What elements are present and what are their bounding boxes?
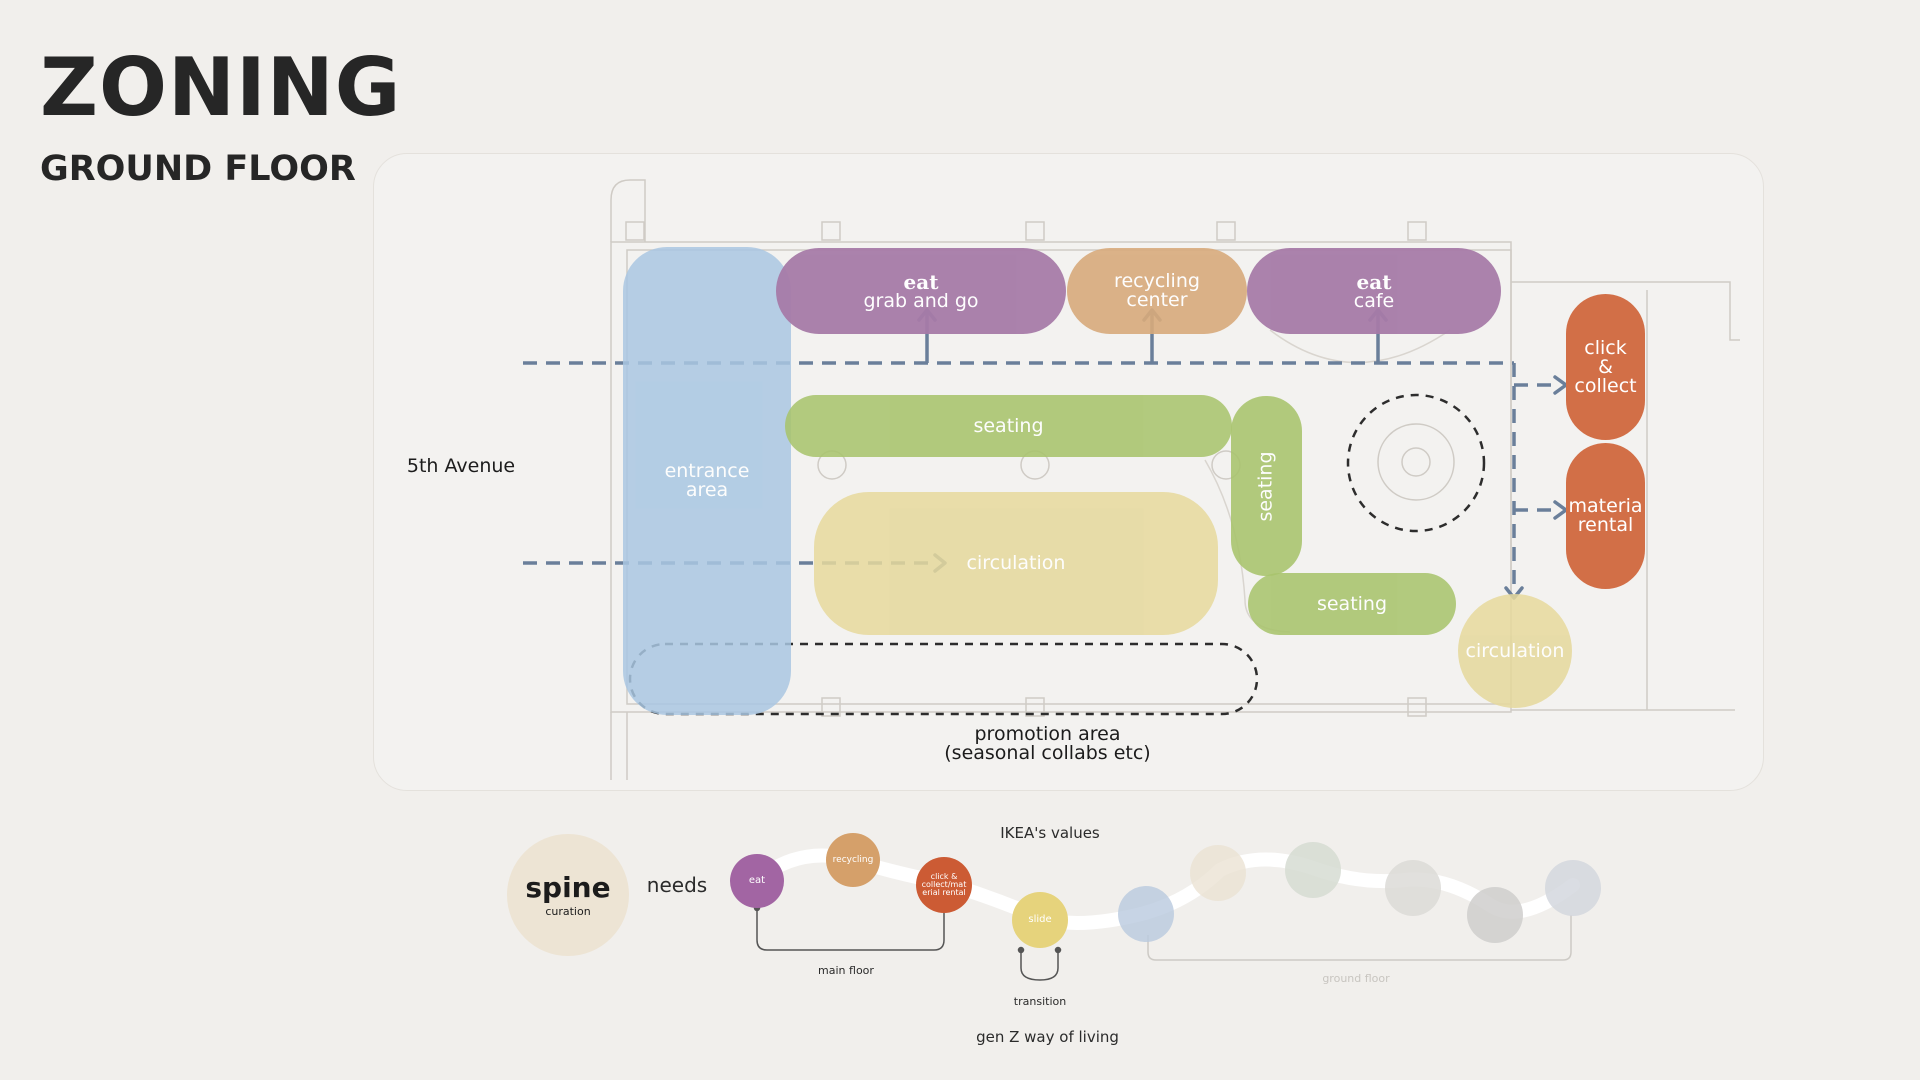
spine-circle: spine curation bbox=[507, 834, 629, 956]
spine-title: spine bbox=[525, 870, 611, 904]
ikea-values-label: IKEA's values bbox=[1000, 824, 1100, 842]
legend-click-line3: erial rental bbox=[922, 888, 966, 897]
legend-slide-label: slide bbox=[1028, 914, 1052, 925]
legend-ghost-dot-5 bbox=[1467, 887, 1523, 943]
zone-eat-grab-and-go: eat grab and go bbox=[776, 248, 1066, 334]
zone-circulation-right: circulation bbox=[1458, 594, 1572, 708]
legend-ghost-dot-4 bbox=[1385, 860, 1441, 916]
page-title: ZONING bbox=[40, 41, 402, 134]
zone-circulation-main: circulation bbox=[814, 492, 1218, 635]
promotion-line1: promotion area bbox=[974, 723, 1121, 745]
promotion-line2: (seasonal collabs etc) bbox=[944, 742, 1151, 764]
material-line2: rental bbox=[1577, 514, 1634, 536]
legend-ghost-dot-1 bbox=[1118, 886, 1174, 942]
material-line1: materia bbox=[1568, 495, 1643, 517]
zone-seating-vertical: seating bbox=[1231, 396, 1302, 576]
circulation-right-label: circulation bbox=[1465, 639, 1565, 662]
legend-ghost-dot-6 bbox=[1545, 860, 1601, 916]
transition-label: transition bbox=[1013, 995, 1067, 1008]
legend-click-dot: click & collect/mat erial rental bbox=[916, 857, 972, 913]
zone-seating-top: seating bbox=[785, 395, 1232, 457]
zone-material-rental: materia rental bbox=[1566, 443, 1645, 589]
seating-bottom-label: seating bbox=[1316, 592, 1388, 615]
zone-recycling-center: recycling center bbox=[1067, 248, 1247, 334]
eat-cafe-sub: cafe bbox=[1353, 289, 1395, 312]
legend-recycling-dot: recycling bbox=[826, 833, 880, 887]
recycling-line1: recycling bbox=[1114, 270, 1200, 292]
needs-label: needs bbox=[646, 873, 708, 897]
legend-eat-dot: eat bbox=[730, 854, 784, 908]
eat-grab-sub: grab and go bbox=[863, 289, 979, 312]
click-line3: collect bbox=[1574, 374, 1637, 397]
spine-sub: curation bbox=[545, 904, 591, 918]
zone-seating-bottom: seating bbox=[1248, 573, 1456, 635]
eat-grab-title: eat bbox=[903, 269, 939, 294]
entrance-line2: area bbox=[685, 479, 729, 501]
zone-eat-cafe: eat cafe bbox=[1247, 248, 1501, 334]
recycling-line2: center bbox=[1126, 289, 1188, 311]
zone-click-collect: click & collect bbox=[1566, 294, 1645, 440]
legend-slide-dot: slide bbox=[1012, 892, 1068, 948]
promotion-area-label: promotion area (seasonal collabs etc) bbox=[920, 725, 1175, 763]
circulation-main-label: circulation bbox=[966, 552, 1066, 574]
legend-eat-label: eat bbox=[748, 875, 766, 886]
main-floor-label: main floor bbox=[818, 964, 874, 977]
legend-click-line1: click & bbox=[930, 872, 958, 881]
click-line1: click bbox=[1584, 336, 1627, 359]
page-subtitle: GROUND FLOOR bbox=[40, 149, 356, 189]
eat-cafe-title: eat bbox=[1356, 269, 1392, 294]
legend-click-line2: collect/mat bbox=[921, 880, 967, 889]
zone-entrance-area: entrance area bbox=[623, 247, 791, 715]
click-line2: & bbox=[1598, 355, 1613, 378]
legend-recycling-label: recycling bbox=[832, 854, 874, 865]
legend-ghost-dot-3 bbox=[1285, 842, 1341, 898]
gen-z-label: gen Z way of living bbox=[976, 1028, 1119, 1046]
legend-ghost-dot-2 bbox=[1190, 845, 1246, 901]
ground-floor-label: ground floor bbox=[1322, 972, 1390, 985]
entrance-line1: entrance bbox=[664, 460, 750, 482]
seating-top-label: seating bbox=[973, 414, 1044, 437]
street-label: 5th Avenue bbox=[406, 455, 516, 477]
